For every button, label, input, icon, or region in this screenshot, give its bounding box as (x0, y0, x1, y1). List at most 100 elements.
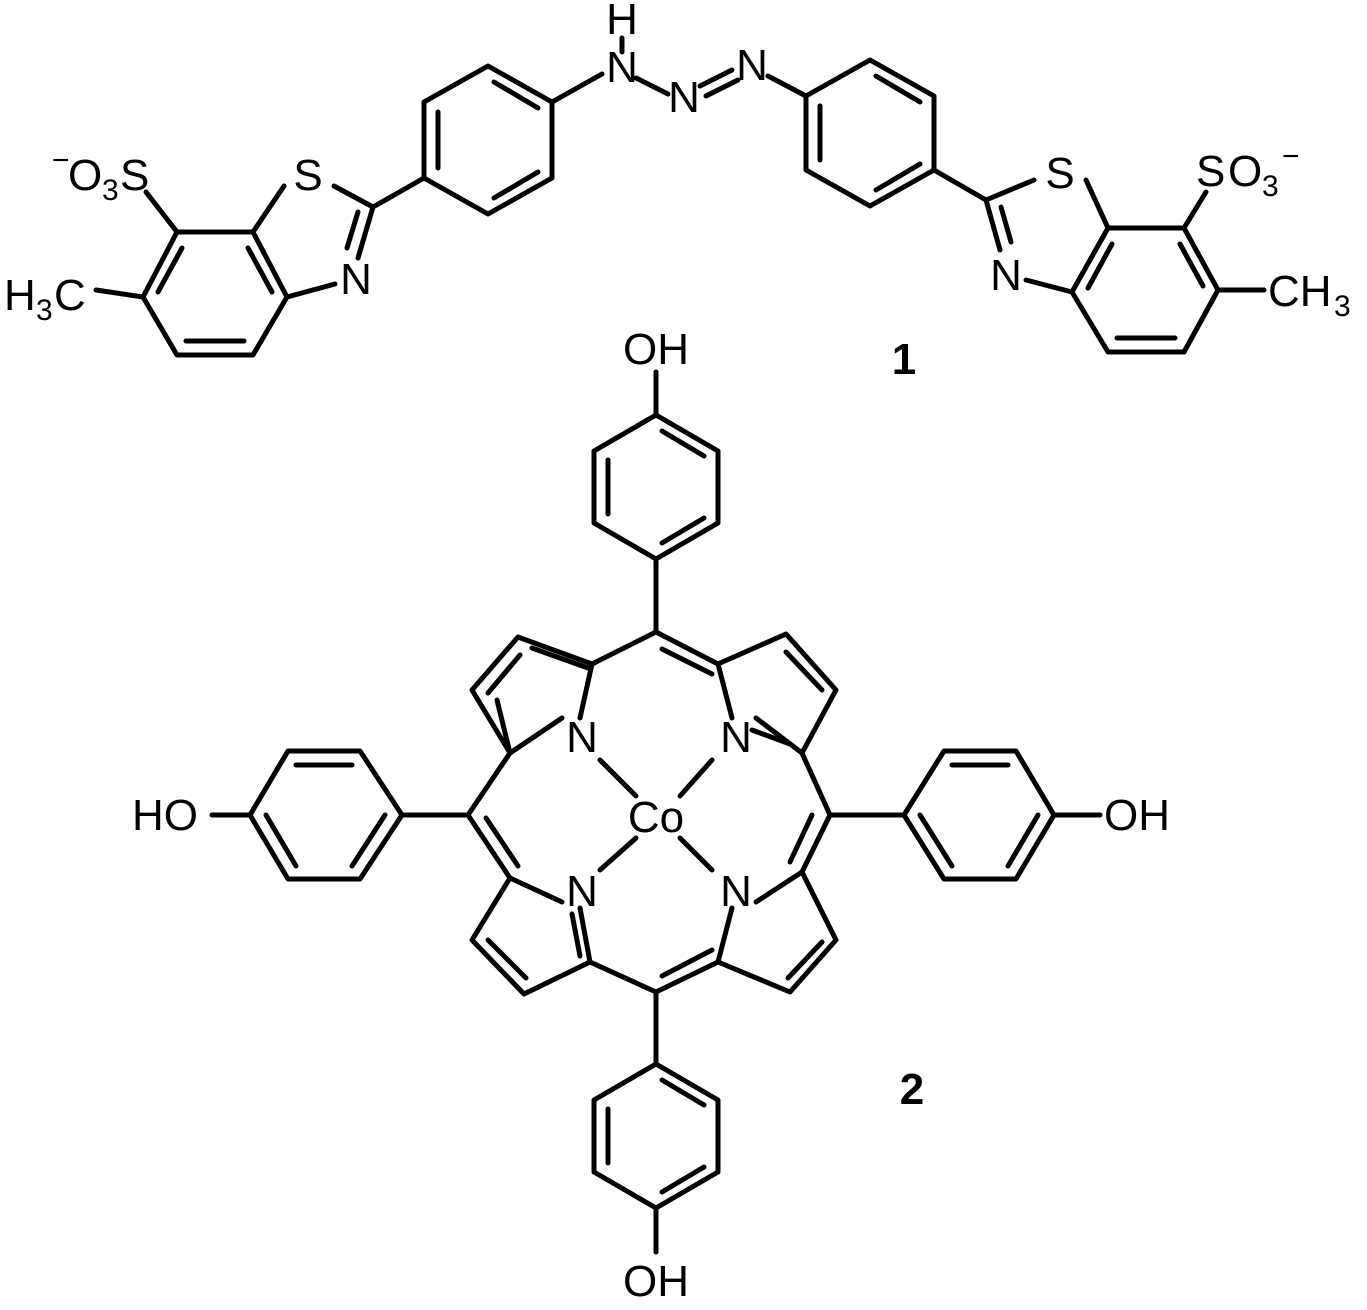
c2-meso-top-left-inner (529, 645, 591, 671)
c2-right-phenyl-double (1005, 812, 1041, 869)
c1-thiazole-r-s-c7a (1083, 177, 1111, 231)
c2-left-phenyl-double (263, 812, 299, 869)
c2-atom-n-tr: N (720, 713, 752, 762)
c1-ch3-right: CH (1268, 267, 1332, 316)
c1-atom-s-right: S (1045, 149, 1074, 198)
c2-meso-left-up (465, 750, 513, 818)
c2-meso-top-right-double (659, 646, 715, 677)
c1-atom-n-left-ring: N (340, 255, 372, 304)
c1-bond-phenyl-thiazole-r (931, 167, 989, 203)
c2-meso-left-double (483, 815, 521, 869)
c2-bond-co-n-tl (597, 757, 639, 799)
c2-pyrrole-br-double (785, 939, 825, 981)
c2-atom-co: Co (628, 793, 684, 842)
c1-bond-n-n-double (697, 67, 735, 89)
c2-atom-oh-bottom: OH (623, 1257, 689, 1305)
c2-left-phenyl-ring (247, 748, 405, 882)
c1-left-phenyl-ring (421, 63, 555, 217)
c1-bond-nh-n (633, 75, 671, 97)
c2-pyrrole-tl-close (577, 661, 595, 721)
c1-thiazole-c2-n (355, 204, 376, 261)
c1-left-phenyl-double (491, 79, 541, 111)
c2-pyrrole-tr-double (783, 649, 825, 693)
c2-meso-right-up (799, 750, 833, 818)
c1-so3-left-o: O (68, 151, 102, 200)
c2-pyrrole-br-close (715, 905, 735, 965)
c1-bond-phenyl-nh (549, 71, 605, 105)
c2-meso-bottom-right (653, 959, 721, 995)
c2-meso-left-down (465, 812, 513, 881)
c1-ch3-left-sub: 3 (36, 294, 53, 327)
c1-bond-c-ch3 (93, 287, 146, 300)
c1-atom-n-mid: N (668, 73, 700, 122)
c1-right-benzo-ring (1069, 225, 1221, 355)
c1-left-benzo-double (155, 245, 185, 295)
c2-meso-right-down (799, 812, 833, 875)
c1-atom-n-right-ring: N (990, 251, 1022, 300)
c1-left-benzo-double (245, 245, 275, 295)
c2-atom-oh-left: HO (132, 791, 198, 840)
c1-thiazole-n-c3a (284, 281, 338, 300)
c2-atom-n-bl: N (566, 867, 598, 916)
c1-so3-left-sub: 3 (102, 174, 119, 207)
c2-pyrrole-bl-close (577, 905, 593, 965)
c2-pyrrole-bl (469, 875, 593, 997)
c2-top-phenyl-ring (591, 412, 721, 562)
c2-pyrrole-tr-close (715, 661, 735, 721)
c2-atom-n-br: N (720, 867, 752, 916)
c2-atom-oh-right: OH (1104, 791, 1170, 840)
c2-atom-oh-top: OH (623, 325, 689, 374)
c1-thiazole-c2-n-double (344, 209, 361, 251)
c2-bottom-phenyl-double (659, 1164, 707, 1195)
c2-right-phenyl-ring (901, 748, 1057, 882)
c1-right-benzo-double (1085, 241, 1115, 291)
c1-thiazole-r-n-c3a (1023, 277, 1075, 295)
c1-so3-right-charge: − (1282, 140, 1300, 173)
compound-2-number: 2 (900, 1065, 924, 1114)
c1-ch3-left-c: C (54, 271, 86, 320)
c1-so3-right-sub: 3 (1262, 170, 1279, 203)
c1-right-benzo-double (1177, 241, 1206, 289)
c2-bottom-phenyl-double (659, 1077, 707, 1108)
c2-top-phenyl-double (659, 515, 707, 546)
c1-right-phenyl-ring (803, 57, 937, 209)
c2-meso-bottom-left (587, 959, 659, 995)
c1-thiazole-r-c2-n-double (998, 204, 1014, 245)
c2-pyrrole-bl-double (485, 937, 529, 981)
c2-pyrrole-tr-double (749, 727, 793, 747)
c1-bond-c-so3 (143, 189, 180, 235)
c1-atom-n-right: N (736, 41, 768, 90)
c2-atom-n-tl: N (566, 713, 598, 762)
c1-so3-right-s: S (1196, 147, 1225, 196)
c1-atom-h: H (606, 0, 638, 44)
c1-atom-s-left: S (293, 151, 322, 200)
c2-right-phenyl-double (917, 812, 955, 869)
compound-2: OH OH OH HO N N N N Co 2 (132, 325, 1170, 1306)
c2-pyrrole-br (715, 869, 839, 995)
c1-bond-c-so3-r (1181, 189, 1209, 231)
c1-left-benzo-ring (140, 229, 290, 358)
c2-bond-co-n-bl (597, 835, 639, 873)
c1-so3-left-charge: − (52, 144, 70, 177)
c2-meso-top-left (589, 629, 659, 667)
c1-bond-n-phenyl (765, 73, 809, 99)
c2-meso-top-right (653, 629, 721, 667)
c1-so3-left-s: S (120, 151, 149, 200)
c2-bottom-phenyl-ring (591, 1061, 721, 1211)
c2-pyrrole-bl-double (569, 911, 583, 959)
c1-thiazole-r-c2-s (983, 177, 1037, 203)
c2-pyrrole-tl-double (494, 697, 513, 756)
c2-left-phenyl-double (349, 812, 388, 869)
c1-bond-n-n-double (703, 77, 741, 99)
c1-so3-right-o: O (1228, 147, 1262, 196)
compound-1-number: 1 (892, 335, 916, 384)
c1-bond-phenyl-thiazole (370, 175, 427, 210)
c1-left-phenyl-double (491, 169, 541, 201)
c1-ch3-left-h: H (4, 271, 36, 320)
c2-pyrrole-tl-double (485, 652, 523, 696)
c2-meso-bottom-double (659, 947, 715, 979)
c2-meso-right-double (787, 812, 815, 865)
c1-thiazole-c2-s (331, 183, 376, 210)
